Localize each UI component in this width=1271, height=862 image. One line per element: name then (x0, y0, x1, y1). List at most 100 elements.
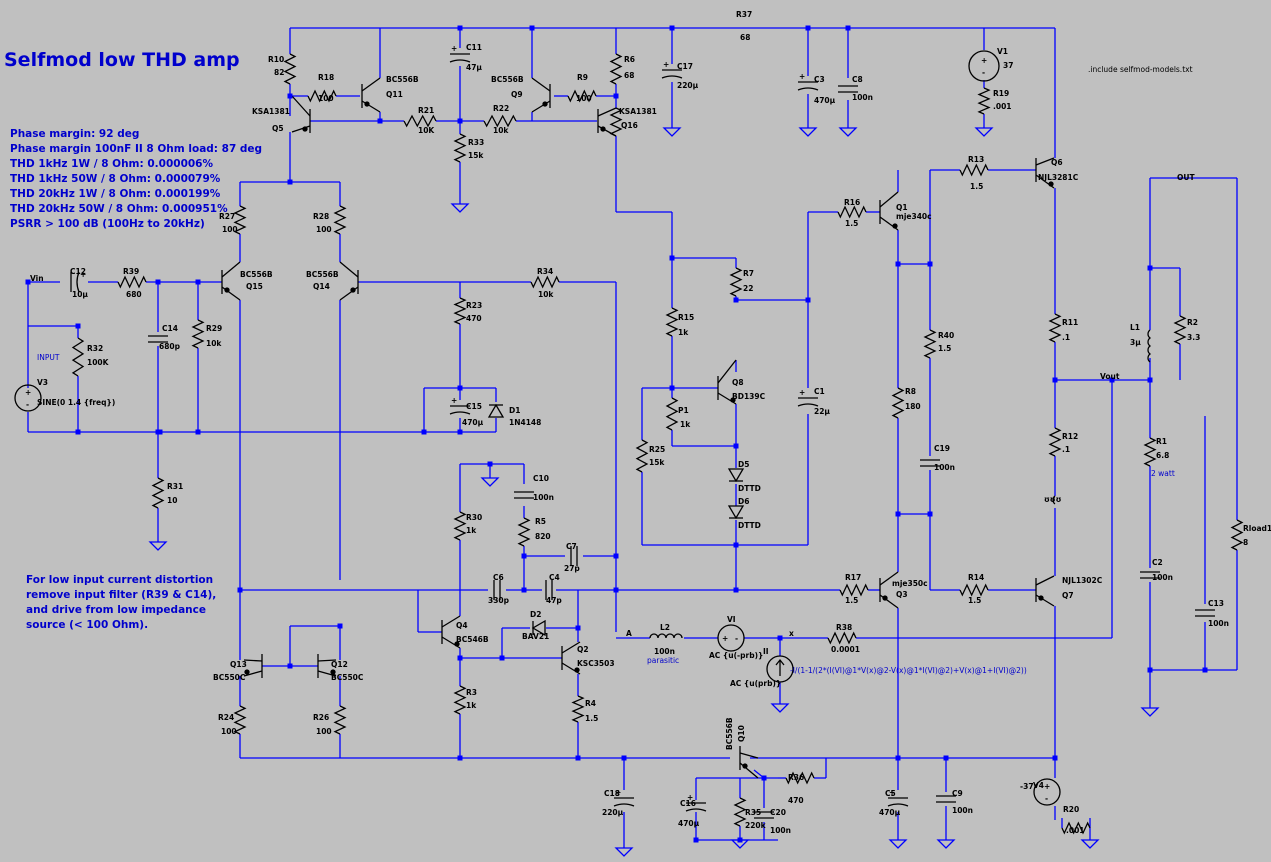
capacitor-symbol (838, 85, 858, 93)
part-value: 100n (1208, 619, 1229, 628)
svg-text:+: + (722, 634, 728, 643)
part-value: BC556B (386, 75, 419, 84)
part-value: 100n (852, 93, 873, 102)
part-value: 10k (493, 126, 509, 135)
resistor-symbol (733, 797, 747, 827)
out-net-label: OUT (1177, 173, 1195, 182)
input-note-line: source (< 100 Ohm). (26, 619, 148, 631)
junction-dot (377, 118, 383, 124)
part-ref: Q4 (456, 621, 468, 630)
junction-dot (669, 25, 675, 31)
resistor-symbol (567, 89, 597, 103)
resistor-symbol (609, 107, 623, 137)
part-value: 10k (538, 290, 554, 299)
junction-dot (529, 25, 535, 31)
junction-dot (575, 625, 581, 631)
capacitor-symbol (1195, 609, 1215, 617)
svg-text:-: - (982, 68, 985, 77)
junction-dot (669, 255, 675, 261)
vin-net-label: Vin (30, 274, 44, 283)
resistor-symbol (827, 631, 857, 645)
junction-dot (195, 279, 201, 285)
part-ref: R5 (535, 517, 546, 526)
part-value: 220µ (602, 808, 624, 817)
part-value: mje350c (892, 579, 928, 588)
part-value: 1.5 (845, 596, 858, 605)
junction-dot (457, 429, 463, 435)
ground-symbol (888, 839, 908, 849)
part-ref: R35 (745, 808, 761, 817)
ground-symbol (798, 127, 818, 137)
capacitor-symbol (493, 580, 501, 600)
part-value: 3µ (1130, 338, 1141, 347)
diode-symbol (487, 403, 505, 418)
junction-dot (75, 323, 81, 329)
components: ++++++++++-+-+-+- (14, 44, 1244, 857)
part-ref: C17 (677, 62, 693, 71)
part-value: SINE(0 1.4 {freq}) (37, 398, 115, 407)
svg-text:+: + (889, 788, 895, 797)
resistor-symbol (785, 771, 815, 785)
junction-dot (521, 553, 527, 559)
part-ref: R22 (493, 104, 509, 113)
part-value: AC {u(-prb)} (709, 651, 763, 660)
resistor-symbol (923, 329, 937, 359)
part-ref: C6 (493, 573, 504, 582)
junction-dot (943, 755, 949, 761)
part-value: KSA1381 (619, 107, 657, 116)
part-ref: Q9 (511, 90, 523, 99)
part-value: 100n (1152, 573, 1173, 582)
resistor-symbol (117, 275, 147, 289)
resistor-symbol (837, 205, 867, 219)
part-value: 1N4148 (509, 418, 541, 427)
junction-dot (805, 25, 811, 31)
part-ref: R33 (468, 138, 484, 147)
part-ref: R40 (938, 331, 954, 340)
inductor-symbol (649, 633, 683, 639)
input-note-line: and drive from low impedance (26, 604, 206, 616)
part-value: 1k (466, 526, 477, 535)
resistor-symbol (839, 583, 869, 597)
part-ref: C4 (549, 573, 560, 582)
part-ref: R36 (788, 773, 804, 782)
resistor-symbol (403, 114, 437, 128)
part-ref: R38 (836, 623, 852, 632)
part-ref: R23 (466, 301, 482, 310)
part-ref: R4 (585, 699, 596, 708)
resistor-symbol (1143, 437, 1157, 467)
resistor-symbol (453, 685, 467, 715)
a-net-label: A (626, 629, 632, 638)
annotations: Selfmod low THD amp .include selfmod-mod… (4, 49, 1195, 675)
junction-dot (1202, 667, 1208, 673)
part-value: 470 (788, 796, 804, 805)
resistor-symbol (333, 205, 347, 235)
ground-symbol (974, 127, 994, 137)
junction-dot (777, 635, 783, 641)
part-value: 100 (316, 225, 332, 234)
part-ref: C13 (1208, 599, 1224, 608)
part-ref: Q15 (246, 282, 263, 291)
part-ref: Q10 (737, 725, 746, 742)
ground-symbol (450, 203, 470, 213)
resistor-symbol (729, 267, 743, 297)
svg-text:+: + (451, 396, 457, 405)
part-ref: R15 (678, 313, 694, 322)
part-ref: R20 (1063, 805, 1079, 814)
part-value: 470 (466, 314, 482, 323)
ground-symbol (480, 477, 500, 487)
svg-text:+: + (451, 44, 457, 53)
part-ref: Q16 (621, 121, 638, 130)
part-value: 37 (1003, 61, 1013, 70)
svg-text:+: + (981, 56, 987, 65)
junction-dot (337, 623, 343, 629)
capacitor-symbol (936, 795, 956, 803)
junction-dot (1052, 755, 1058, 761)
part-value: NJL1302C (1062, 576, 1103, 585)
ground-symbol (1080, 839, 1100, 849)
resistor-symbol (307, 89, 337, 103)
part-value: .1 (1062, 333, 1070, 342)
part-value: BC550C (331, 673, 364, 682)
part-value: BC556B (725, 717, 734, 750)
part-ref: C2 (1152, 558, 1163, 567)
